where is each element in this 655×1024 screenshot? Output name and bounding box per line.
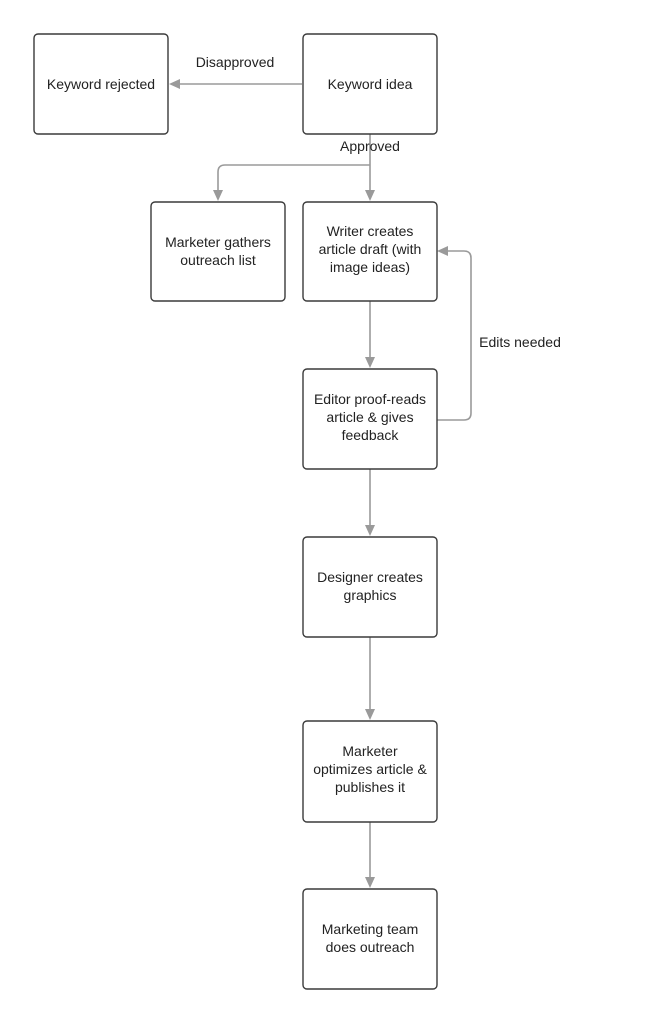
node-label-line: image ideas)	[330, 259, 410, 275]
node-label-line: does outreach	[326, 939, 415, 955]
node-box	[302, 536, 438, 638]
edge-label-edits-needed: Edits needed	[479, 334, 561, 350]
arrowhead-down	[365, 357, 375, 368]
node-label-line: graphics	[344, 587, 397, 603]
node-writer-creates-article-draft: Writer creates article draft (with image…	[302, 201, 438, 302]
arrowhead-down	[213, 190, 223, 201]
node-box	[302, 368, 438, 470]
node-box	[302, 33, 438, 135]
node-box	[302, 201, 438, 302]
node-keyword-idea: Keyword idea	[302, 33, 438, 135]
node-keyword-rejected: Keyword rejected	[33, 33, 169, 135]
edge-label-approved: Approved	[340, 138, 400, 154]
node-marketing-team-outreach: Marketing team does outreach	[302, 888, 438, 990]
arrowhead-left	[169, 79, 180, 89]
node-label-line: feedback	[342, 427, 400, 443]
node-label-line: Writer creates	[327, 223, 414, 239]
arrowhead-down	[365, 877, 375, 888]
node-label-line: Marketer gathers	[165, 234, 271, 250]
node-label: Keyword idea	[328, 76, 413, 92]
node-box	[33, 33, 169, 135]
node-label-line: outreach list	[180, 252, 256, 268]
node-box	[302, 720, 438, 823]
node-label-line: article draft (with	[319, 241, 422, 257]
node-label-line: Editor proof-reads	[314, 391, 426, 407]
edge-editor-to-writer-loop	[437, 250, 472, 421]
arrowhead-down	[365, 525, 375, 536]
node-label-line: Marketing team	[322, 921, 418, 937]
arrowhead-left	[437, 246, 448, 256]
node-label: Keyword rejected	[47, 76, 155, 92]
edge-idea-to-marketer-gathers	[217, 164, 370, 190]
node-marketer-gathers-outreach-list: Marketer gathers outreach list	[150, 201, 286, 302]
node-box	[150, 201, 286, 302]
node-label-line: article & gives	[326, 409, 413, 425]
node-box	[302, 888, 438, 990]
arrowhead-down	[365, 709, 375, 720]
edge-label-disapproved: Disapproved	[196, 54, 275, 70]
arrowhead-down	[365, 190, 375, 201]
node-editor-proofreads: Editor proof-reads article & gives feedb…	[302, 368, 438, 470]
node-label-line: Designer creates	[317, 569, 423, 585]
node-label-line: optimizes article &	[313, 761, 427, 777]
node-label-line: publishes it	[335, 779, 405, 795]
node-designer-creates-graphics: Designer creates graphics	[302, 536, 438, 638]
node-marketer-optimizes-article: Marketer optimizes article & publishes i…	[302, 720, 438, 823]
node-label-line: Marketer	[342, 743, 398, 759]
